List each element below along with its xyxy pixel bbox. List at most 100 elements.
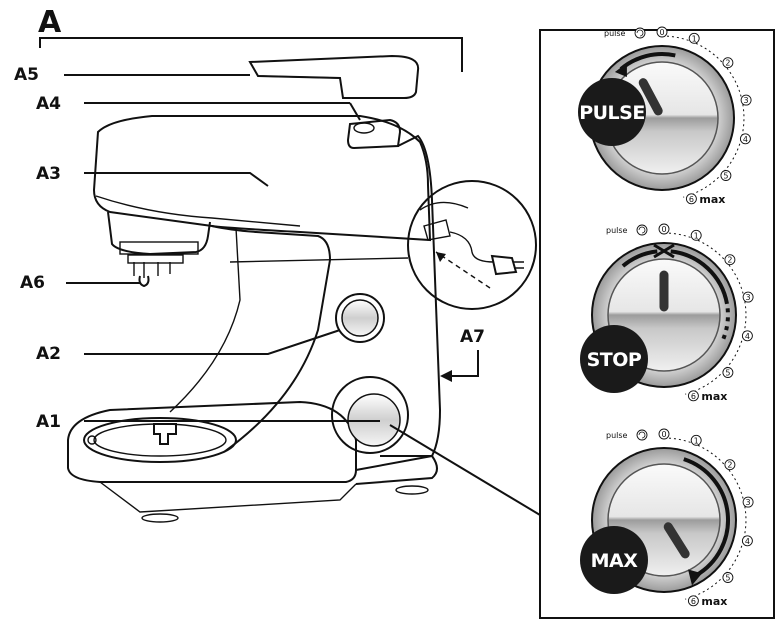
- pulse-direction-arrowhead: [614, 63, 627, 77]
- tool-socket: [127, 254, 184, 288]
- max-direction-arrowhead: [688, 569, 702, 586]
- dial-scale-mark: [687, 390, 699, 402]
- svg-text:A5: A5: [14, 65, 39, 85]
- callout-a3: A3: [36, 164, 269, 187]
- dial-mode-badge: [580, 526, 648, 594]
- dial-scale-number: 4: [745, 332, 750, 341]
- speed-control-ring: [335, 293, 385, 343]
- dial-scale-number: 4: [745, 537, 750, 546]
- dial-mode-badge: [580, 325, 648, 393]
- dial-scale-mark: [722, 57, 734, 69]
- dial-scale-number: 0: [661, 430, 666, 439]
- dial-scale-mark: [740, 94, 752, 106]
- dial-scale-number: 5: [725, 369, 730, 378]
- dial-scale-mark: [687, 595, 699, 607]
- dial-scale-number: 5: [725, 574, 730, 583]
- dial-scale-mark: [690, 434, 702, 446]
- pulse-swirl-icon: [636, 224, 648, 236]
- dial-scale-mark: [656, 26, 668, 38]
- dial-scale-number: 6: [689, 195, 694, 204]
- dial-mode-badge-label: PULSE: [579, 102, 645, 124]
- mixer-head: [92, 115, 432, 242]
- stop-dotted-arc: [721, 308, 730, 340]
- figure-bracket: [39, 37, 463, 72]
- dial-scale-number: 6: [691, 392, 696, 401]
- dial-scale-track: [663, 232, 747, 395]
- dial-scale-mark: [742, 291, 754, 303]
- dial-pulse-label: pulse: [606, 431, 628, 440]
- dial-mode-badge: [578, 78, 646, 146]
- mixer-base: [67, 400, 357, 483]
- dashed-arrow: [435, 251, 491, 289]
- callout-a1: A1: [36, 412, 541, 516]
- pulse-swirl-icon: [636, 429, 648, 441]
- svg-text:A7: A7: [460, 327, 485, 347]
- dial-scale-number: 2: [725, 59, 730, 68]
- svg-text:A3: A3: [36, 164, 61, 184]
- callout-a4: A4: [36, 94, 361, 121]
- stand-mixer-illustration: [67, 54, 537, 523]
- dial-scale-number: 2: [727, 461, 732, 470]
- dial-scale-mark: [739, 133, 751, 145]
- dial-max-label: max: [699, 193, 725, 206]
- dial-pulse-label: pulse: [604, 29, 626, 38]
- mixing-bowl: [83, 417, 237, 463]
- dial-scale-mark: [722, 367, 734, 378]
- dial-scale-number: 5: [723, 172, 728, 181]
- dial-scale-number: 6: [691, 597, 696, 606]
- dial-scale-mark: [724, 254, 736, 266]
- pulse-swirl-icon: [634, 27, 646, 39]
- dial-scale-mark: [741, 330, 753, 342]
- svg-text:A6: A6: [20, 273, 45, 293]
- cord-detail-magnifier: [407, 180, 537, 310]
- dial-scale-mark: [685, 193, 697, 205]
- callout-a7: A7: [440, 327, 485, 382]
- dial-scale-number: 0: [661, 225, 666, 234]
- speed-control-knob: [341, 299, 379, 337]
- dial-scale-mark: [742, 496, 754, 508]
- stop-right-arc: [670, 249, 729, 305]
- callout-a6: A6: [20, 273, 140, 293]
- dial-pointer: [638, 78, 663, 116]
- dial-scale-number: 2: [727, 256, 732, 265]
- dial-scale-mark: [722, 572, 734, 583]
- dial-scale-mark: [658, 223, 670, 235]
- dial-scale-mark: [658, 428, 670, 440]
- dial-pointer: [663, 522, 690, 559]
- outlet-knob-ring: [331, 376, 409, 454]
- max-direction-arc: [683, 457, 730, 578]
- callout-a2: A2: [36, 329, 341, 364]
- dial-mode-badge-label: MAX: [591, 550, 639, 572]
- dial-mode-badge-label: STOP: [587, 349, 642, 371]
- stop-left-arc: [621, 249, 658, 268]
- dial-scale-number: 3: [746, 498, 751, 507]
- dial-scale-mark: [741, 535, 753, 547]
- dial-scale-track: [663, 437, 747, 600]
- stop-converge-arrows: [653, 243, 675, 259]
- figure-label: A: [38, 5, 62, 40]
- dial-scale-number: 1: [692, 34, 697, 43]
- plug-icon: [490, 254, 518, 276]
- dial-scale-number: 3: [744, 96, 749, 105]
- top-outlet: [346, 118, 402, 150]
- splash-cover: [248, 54, 420, 99]
- dial-scale-mark: [690, 229, 702, 241]
- mixer-arm: [211, 225, 332, 453]
- dial-scale-mark: [688, 32, 700, 44]
- dial-scale-number: 3: [746, 293, 751, 302]
- dial-max-label: max: [701, 595, 727, 608]
- dial-scale-number: 0: [659, 28, 664, 37]
- dial-scale-mark: [724, 459, 736, 471]
- dial-scale-mark: [720, 170, 732, 181]
- mixer-column: [380, 134, 442, 457]
- dial-max-label: max: [701, 390, 727, 403]
- dial-scale-number: 4: [743, 135, 748, 144]
- svg-text:A2: A2: [36, 344, 61, 364]
- dial-pulse-label: pulse: [606, 226, 628, 235]
